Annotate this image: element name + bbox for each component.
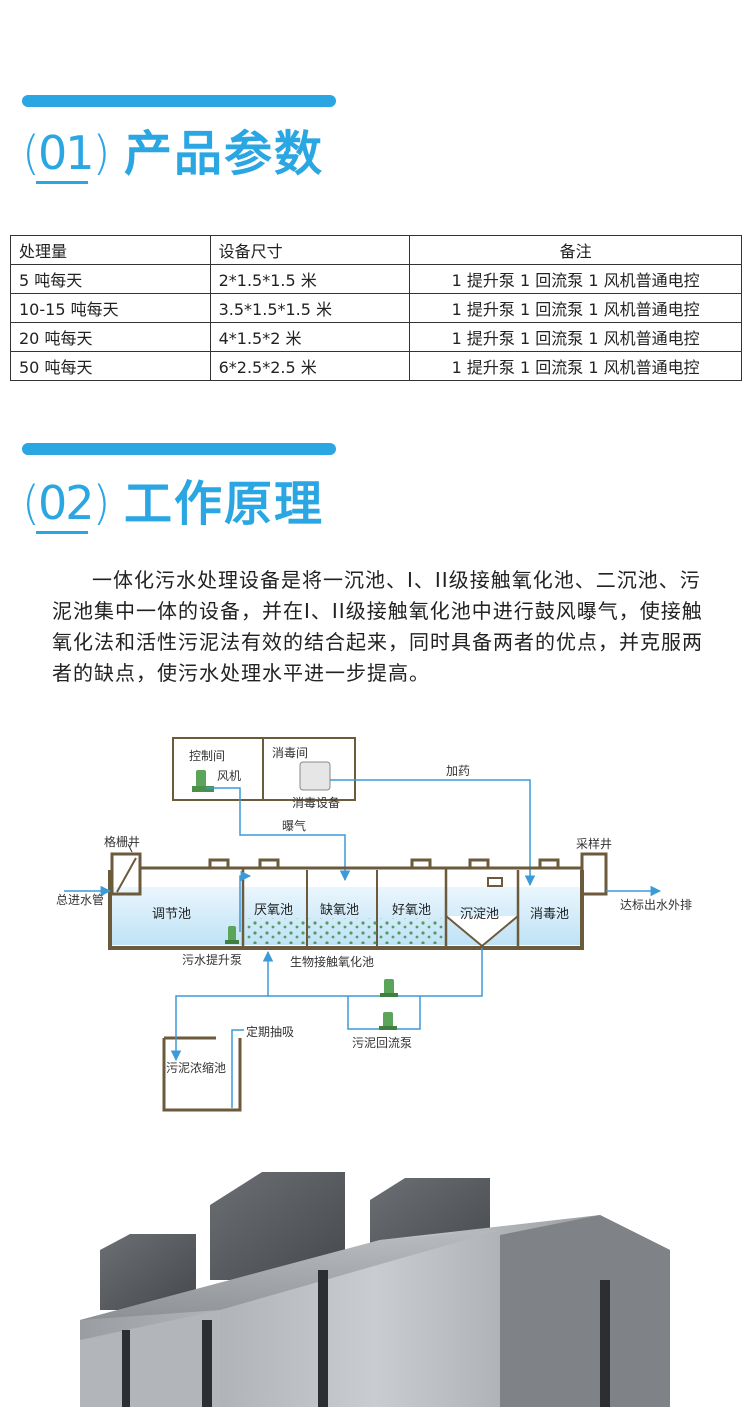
aeration-bubbles [246,918,444,944]
dosing-label: 加药 [446,764,470,778]
return-pump-icon [379,1012,397,1030]
table-cell: 1 提升泵 1 回流泵 1 风机普通电控 [409,264,742,294]
sampling-well [580,852,608,896]
tank-shadow-face [80,1310,220,1407]
hinge-bar [202,1320,212,1407]
roof-hatches [208,858,560,868]
table-cell: 6*2.5*2.5 米 [209,351,411,381]
lift-pipe [239,870,252,932]
table-cell: 1 提升泵 1 回流泵 1 风机普通电控 [409,322,742,352]
tank-label: 厌氧池 [254,903,293,918]
tower-shape [210,1172,345,1280]
table-cell: 10-15 吨每天 [10,293,211,323]
hinge-bar [122,1330,130,1407]
settling-cone [445,915,519,948]
tank-label: 调节池 [152,907,191,922]
table-header-row: 处理量 设备尺寸 备注 [10,235,742,265]
tank-label: 好氧池 [392,903,431,918]
bio-contact-label: 生物接触氧化池 [290,954,374,969]
table-row: 20 吨每天 4*1.5*2 米 1 提升泵 1 回流泵 1 风机普通电控 [10,322,742,352]
aeration-label: 曝气 [282,818,306,833]
table-cell: 4*1.5*2 米 [209,322,411,352]
outlet-label: 达标出水外排 [620,898,692,912]
params-table: 处理量 设备尺寸 备注 5 吨每天 2*1.5*1.5 米 1 提升泵 1 回流… [10,235,742,381]
sludge-tank-wall [162,1038,242,1112]
tank-top-face [80,1230,500,1320]
table-cell: 50 吨每天 [10,351,211,381]
section1-number-underline [36,181,88,184]
table-header-cell: 备注 [409,235,742,265]
inlet-pipe-label: 总进水管 [56,892,104,907]
grille-leader [127,843,133,853]
fan-label: 风机 [217,769,241,783]
section1-title: 产品参数 [124,126,325,182]
tank-label: 缺氧池 [320,903,359,918]
intro-text: 一体化污水处理设备是将一沉池、Ⅰ、ⅠⅠ级接触氧化池、二沉池、污泥池集中一体的设备… [52,568,703,685]
section2-number: (02) [22,476,110,530]
fan-icon [192,770,214,792]
section1-number: (01) [22,126,110,180]
air-pipe [206,787,351,882]
intro-paragraph: 一体化污水处理设备是将一沉池、Ⅰ、ⅠⅠ级接触氧化池、二沉池、污泥池集中一体的设备… [52,565,704,689]
lift-pump-icon [225,926,239,944]
section2-number-underline [36,531,88,534]
process-diagram: 控制间 风机 消毒间 消毒设备 曝气 加药 格栅井 采样井 总进水管 达标出水外… [56,737,692,1112]
disinfect-room-label: 消毒间 [272,746,308,760]
table-cell: 1 提升泵 1 回流泵 1 风机普通电控 [409,293,742,323]
tank-front-face [500,1215,670,1407]
lift-pump-label: 污水提升泵 [182,952,242,967]
section2-bar [22,443,336,455]
table-header-cell: 处理量 [10,235,211,265]
grille-well-label: 格栅井 [104,834,140,849]
tank-label: 沉淀池 [460,907,499,922]
table-row: 50 吨每天 6*2.5*2.5 米 1 提升泵 1 回流泵 1 风机普通电控 [10,351,742,381]
periodic-suction-label: 定期抽吸 [246,1024,294,1039]
section1-bar [22,95,336,107]
grille-icon [116,857,137,893]
hinge-bar [318,1270,328,1407]
tower-shape [100,1234,196,1310]
control-room-label: 控制间 [189,749,225,763]
hinge-bar [600,1280,610,1407]
table-cell: 5 吨每天 [10,264,211,294]
sludge-pipe [170,995,268,1062]
grille-well [110,852,142,896]
table-row: 5 吨每天 2*1.5*1.5 米 1 提升泵 1 回流泵 1 风机普通电控 [10,264,742,294]
disinfect-box-icon [299,761,331,791]
sludge-tank-label: 污泥浓缩池 [166,1060,226,1075]
table-cell: 20 吨每天 [10,322,211,352]
section2-title: 工作原理 [124,476,325,532]
table-cell: 3.5*1.5*1.5 米 [209,293,411,323]
settling-baffle [487,877,503,887]
table-cell: 2*1.5*1.5 米 [209,264,411,294]
tank-label: 消毒池 [530,907,569,922]
sludge-return-pipe [262,948,483,997]
suction-pipe [231,1029,244,1108]
tank-wall [108,870,584,950]
dosing-pipe [330,779,536,887]
sludge-return-pump-label: 污泥回流泵 [352,1036,412,1050]
sampling-well-label: 采样井 [576,836,612,851]
table-cell: 1 提升泵 1 回流泵 1 风机普通电控 [409,351,742,381]
disinfect-equipment-label: 消毒设备 [292,796,340,810]
equipment-photo [80,1172,670,1407]
return-pump-icon [380,979,398,997]
table-row: 10-15 吨每天 3.5*1.5*1.5 米 1 提升泵 1 回流泵 1 风机… [10,293,742,323]
table-header-cell: 设备尺寸 [209,235,411,265]
